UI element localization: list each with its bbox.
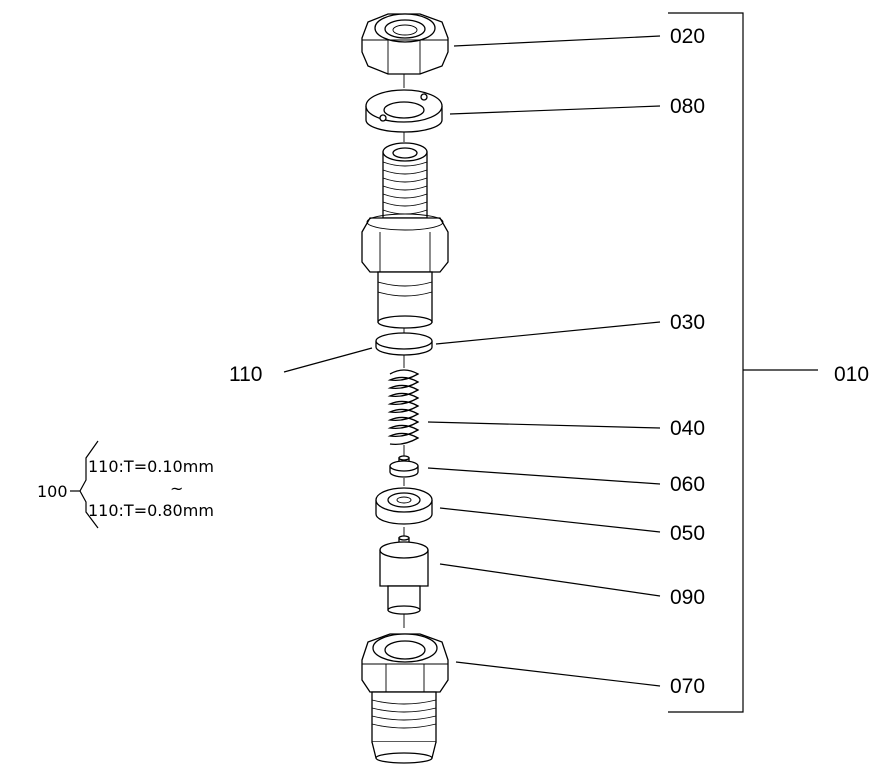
callout-labels: 020 080 030 110 040 060 050 090 070 010 <box>229 25 869 698</box>
label-030: 030 <box>670 311 705 334</box>
part-090-delivery-valve <box>379 535 429 615</box>
label-110: 110 <box>229 363 262 386</box>
label-010: 010 <box>834 363 869 386</box>
note-range-symbol: ~ <box>170 479 183 498</box>
assembly-bracket <box>668 12 818 713</box>
note-max: 110:T=0.80mm <box>88 501 214 520</box>
part-060-pin <box>389 455 419 478</box>
part-080-washer <box>365 89 443 133</box>
label-060: 060 <box>670 473 705 496</box>
part-050-seat-ring <box>375 487 433 525</box>
part-070-lower-holder <box>361 633 449 764</box>
leader-lines <box>283 35 661 687</box>
label-040: 040 <box>670 417 705 440</box>
label-020: 020 <box>670 25 705 48</box>
note-ref: 100 <box>37 482 68 501</box>
part-110-shim <box>375 332 433 356</box>
part-020-hex-nut <box>361 13 449 75</box>
part-040-spring <box>387 369 420 446</box>
label-050: 050 <box>670 522 705 545</box>
part-030-holder-body <box>361 142 449 329</box>
label-070: 070 <box>670 675 705 698</box>
label-080: 080 <box>670 95 705 118</box>
label-090: 090 <box>670 586 705 609</box>
note-min: 110:T=0.10mm <box>88 457 214 476</box>
shim-thickness-note: 100 110:T=0.10mm ~ 110:T=0.80mm <box>37 440 214 529</box>
